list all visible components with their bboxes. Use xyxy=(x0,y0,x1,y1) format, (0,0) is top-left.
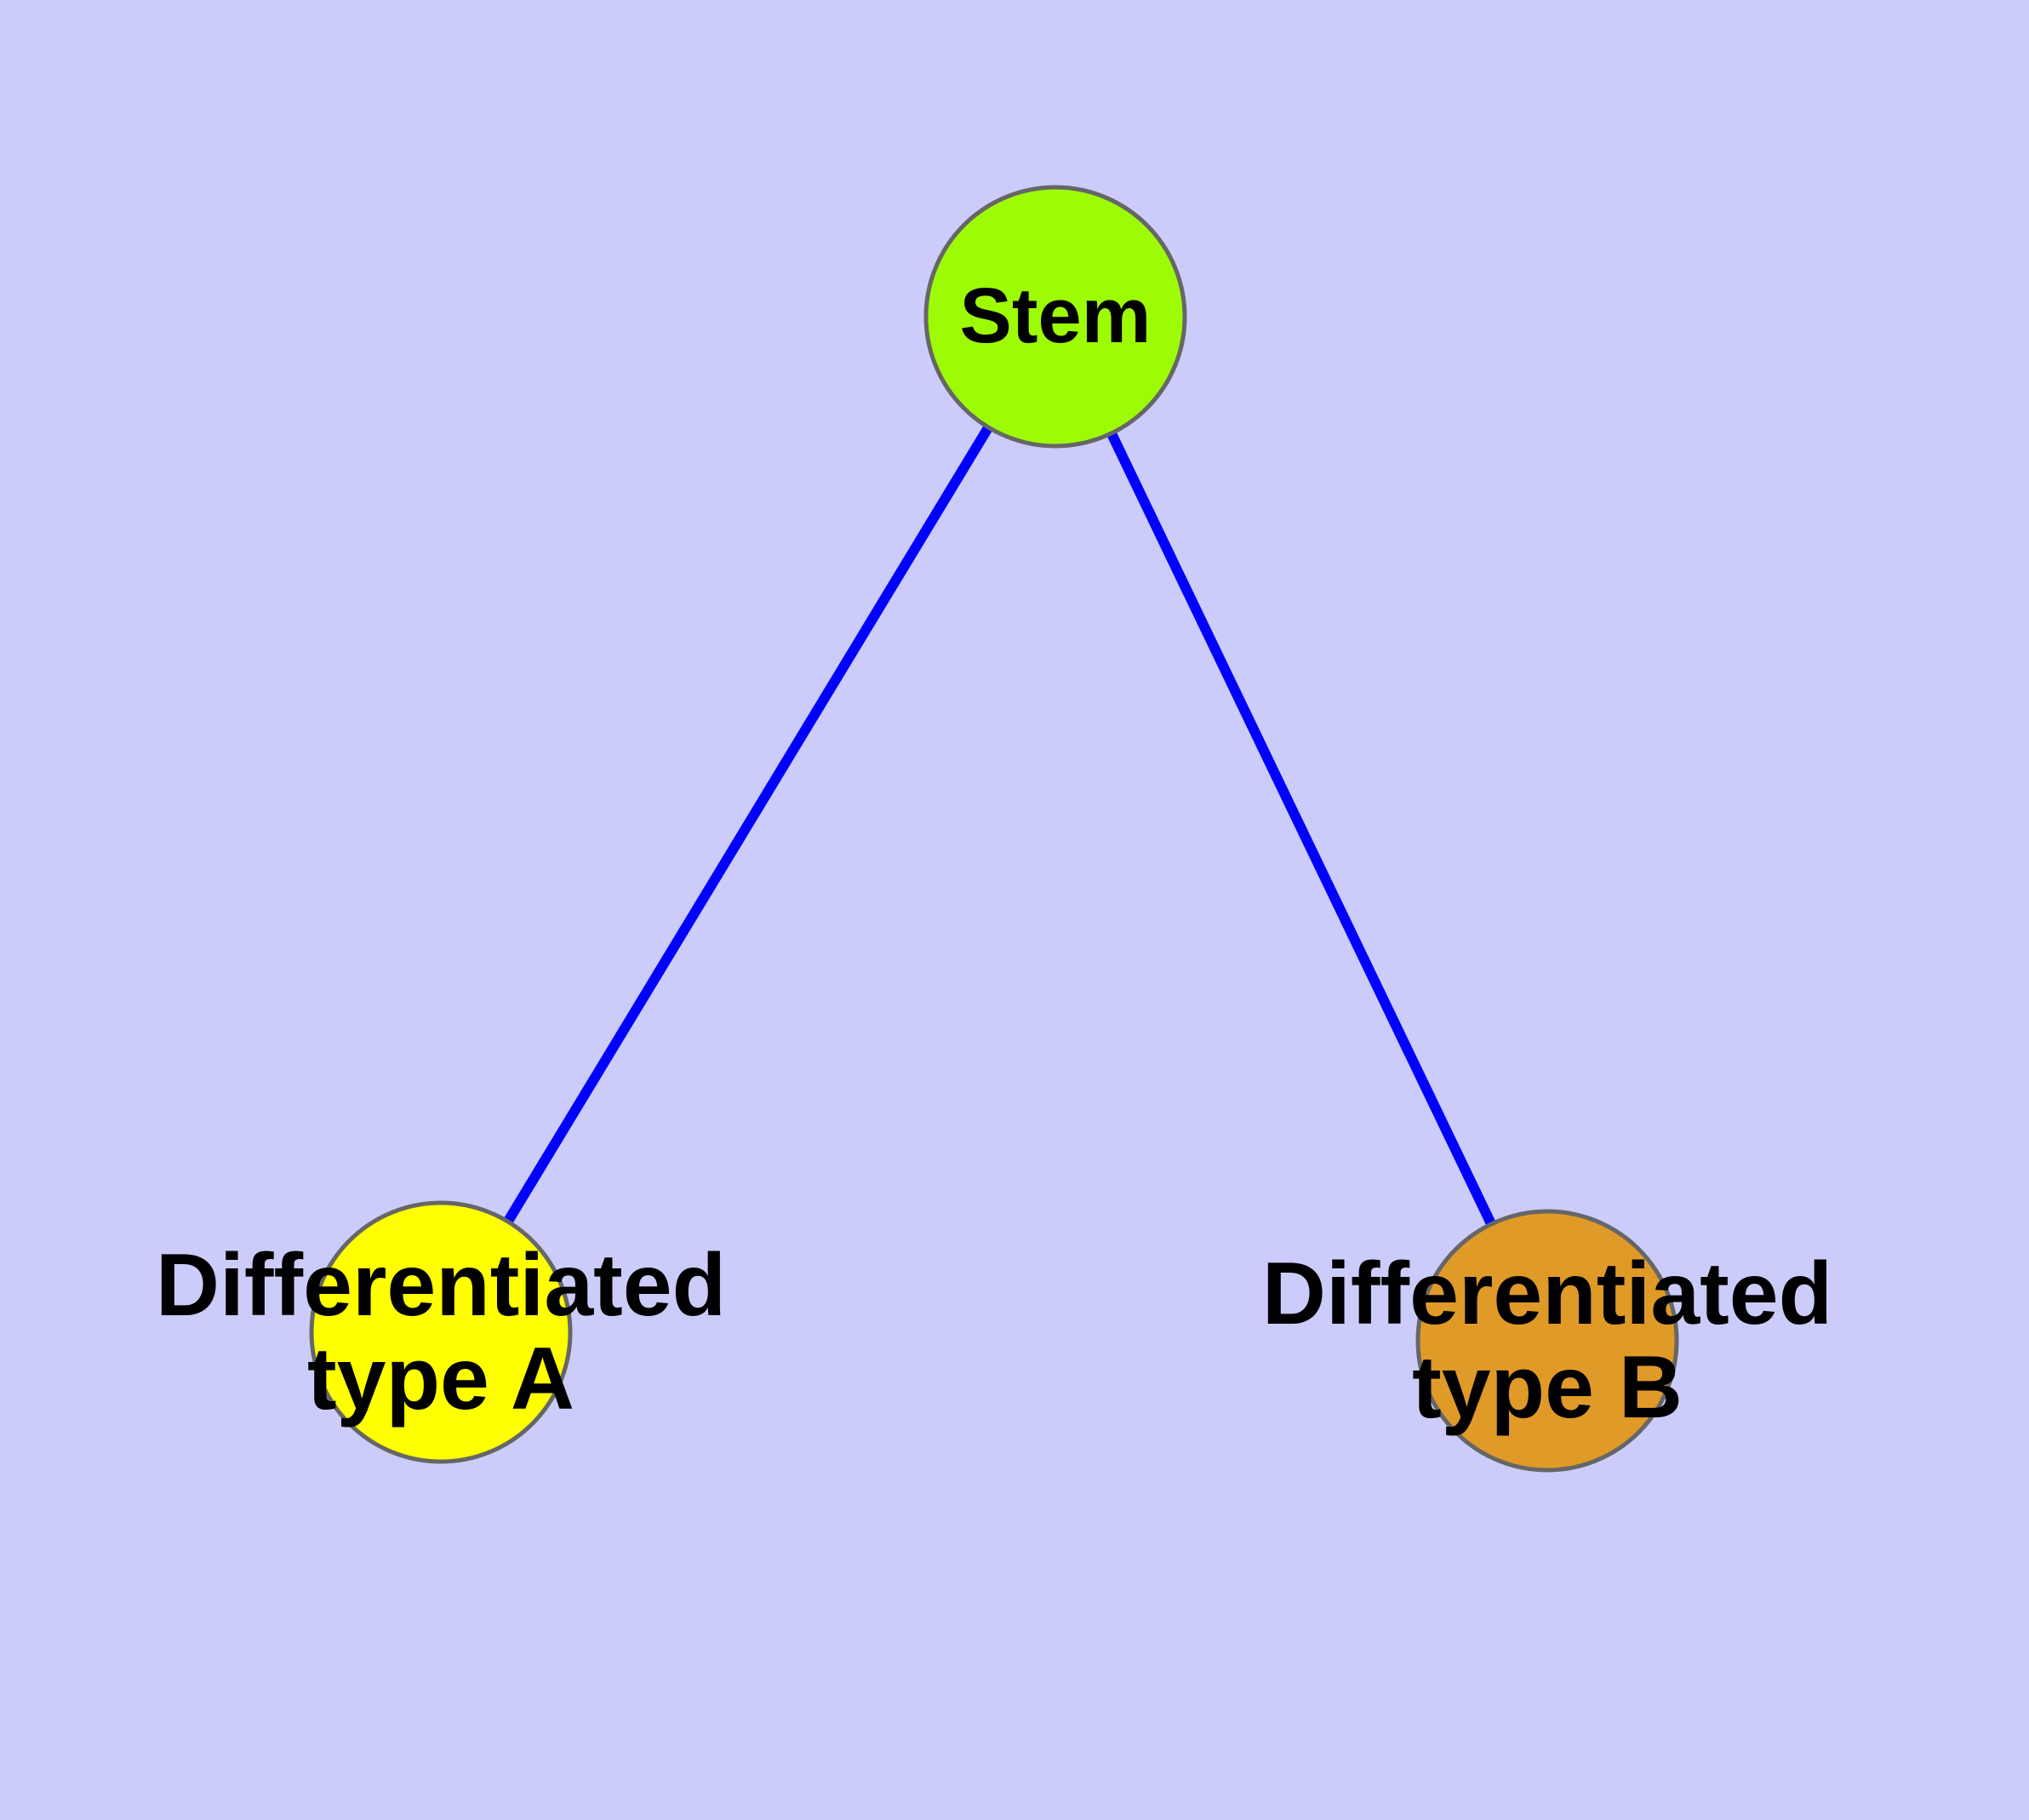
graph-node-diff-b[interactable] xyxy=(1415,1209,1679,1473)
graph-edge-stem-to-diff-a[interactable] xyxy=(436,313,1060,1336)
node-layer xyxy=(309,185,1679,1473)
edge-layer xyxy=(436,313,1552,1343)
graph-edge-stem-to-diff-b[interactable] xyxy=(1050,314,1552,1343)
graph-node-stem[interactable] xyxy=(923,185,1187,449)
graph-node-diff-a[interactable] xyxy=(309,1200,573,1464)
